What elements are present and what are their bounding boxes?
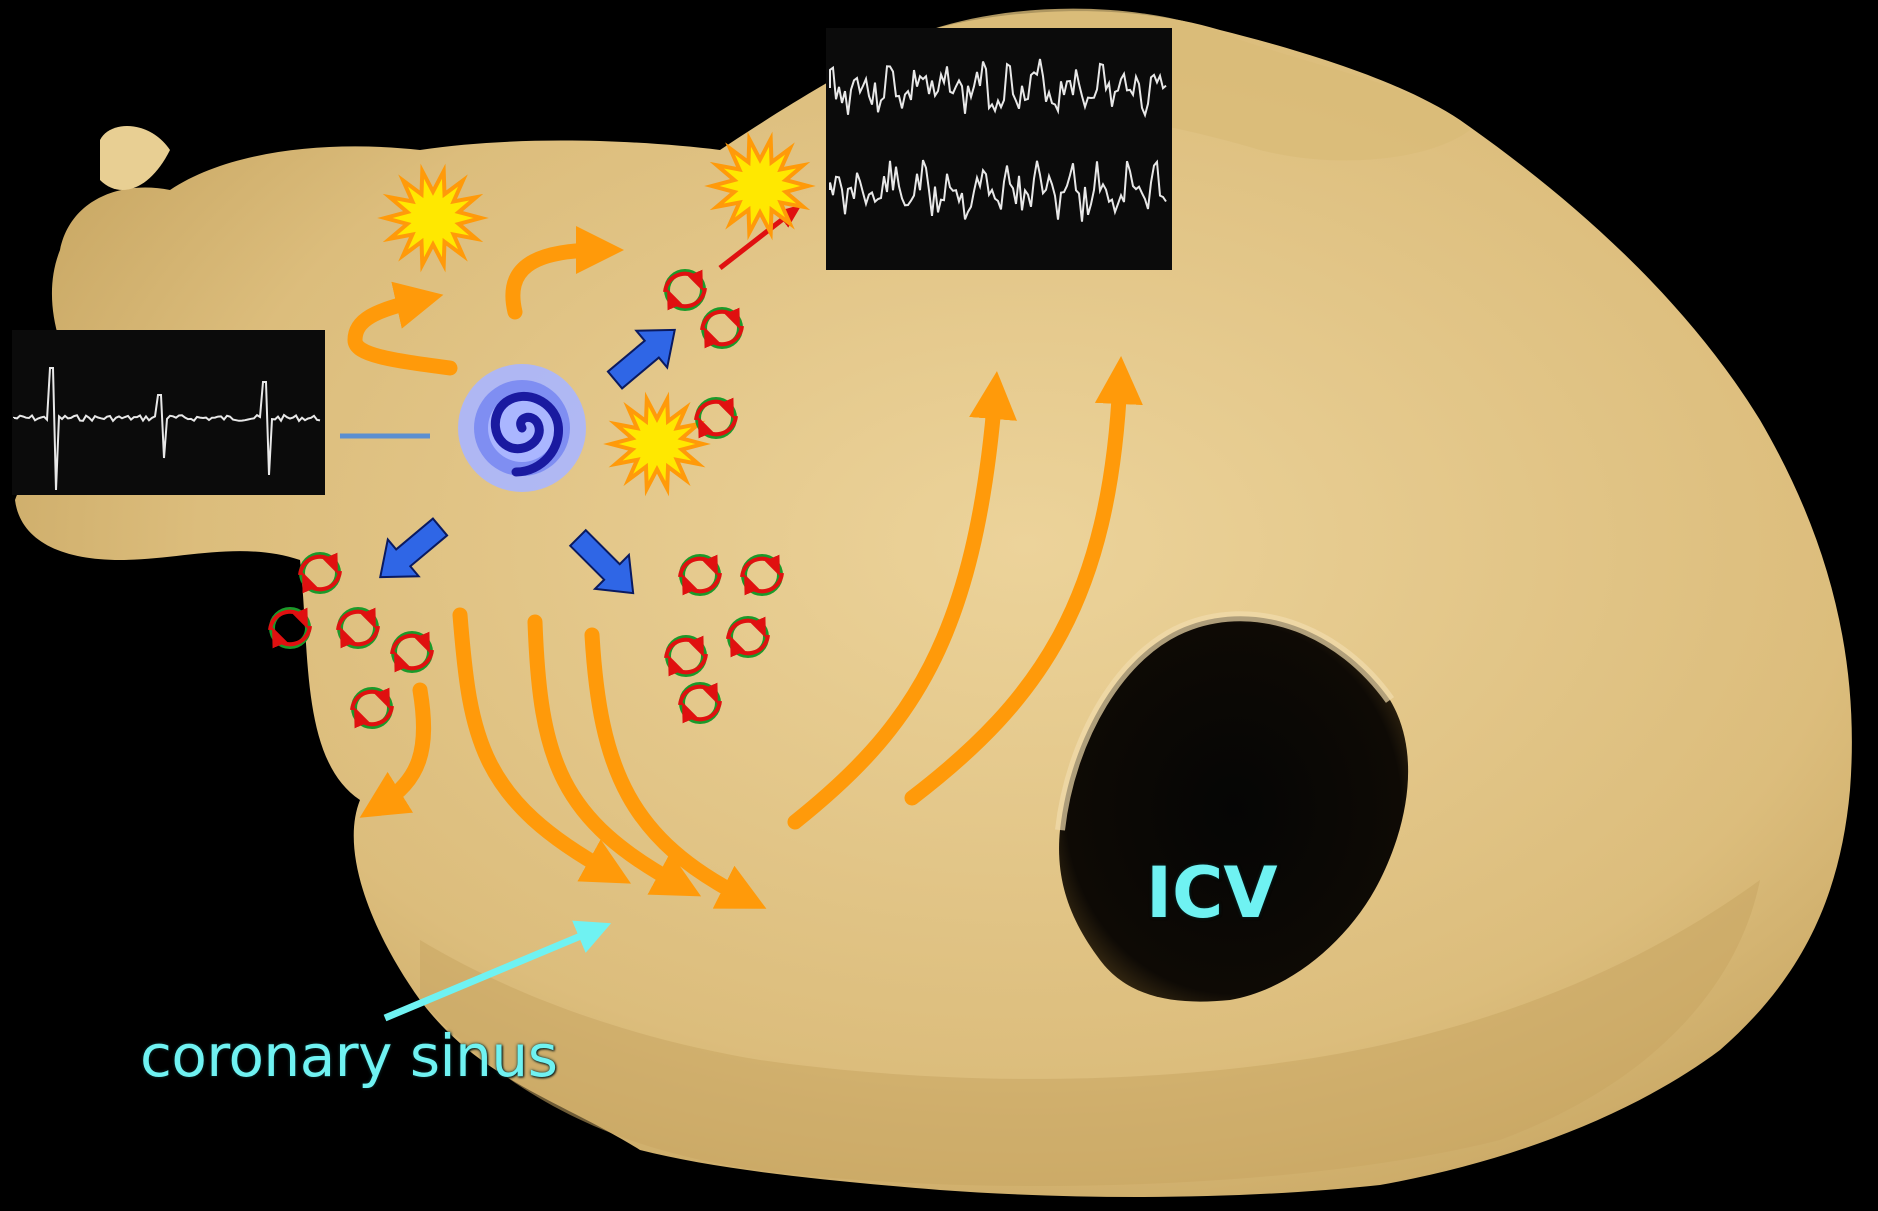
ecg-inset-top (826, 28, 1172, 270)
reentry-circle-icon (270, 610, 310, 646)
icv-label: ICV (1146, 852, 1278, 934)
atrial-appendage (100, 126, 170, 190)
ecg-inset-left (12, 330, 325, 495)
spiral-rotor-icon (458, 364, 586, 492)
coronary-sinus-label: coronary sinus (140, 1022, 557, 1090)
